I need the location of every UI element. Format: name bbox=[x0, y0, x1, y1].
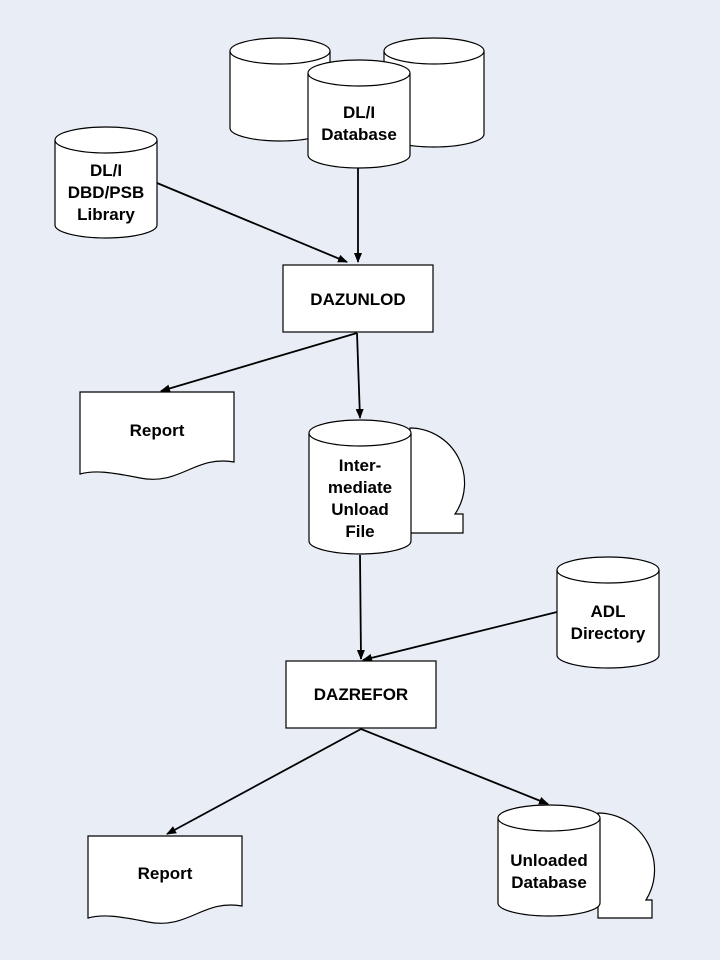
edge-dazrefor-to-unloaded-database bbox=[360, 728, 549, 805]
library-label-line-3: Library bbox=[77, 205, 135, 224]
node-dli-database: DL/I Database bbox=[229, 37, 485, 169]
tape-icon bbox=[597, 812, 656, 919]
edge-adl-directory-to-dazrefor bbox=[362, 611, 558, 662]
document-icon bbox=[87, 835, 243, 924]
library-label-line-1: DL/I bbox=[90, 161, 122, 180]
intermediate-file-label-line-3: Unload bbox=[331, 500, 389, 519]
intermediate-file-label-line-2: mediate bbox=[328, 478, 392, 497]
node-report-1: Report bbox=[79, 391, 235, 480]
edge-dazrefor-to-report-2 bbox=[166, 728, 362, 835]
edges bbox=[156, 167, 558, 835]
report-2-label: Report bbox=[138, 864, 193, 883]
dli-database-label-line-2: Database bbox=[321, 125, 397, 144]
database-cylinder-icon bbox=[307, 59, 411, 169]
adl-directory-label-line-1: ADL bbox=[591, 602, 626, 621]
intermediate-file-label-line-4: File bbox=[345, 522, 374, 541]
unloaded-database-label-line-2: Database bbox=[511, 873, 587, 892]
dazrefor-label: DAZREFOR bbox=[314, 685, 408, 704]
database-cylinder-icon bbox=[54, 126, 158, 239]
node-unloaded-database: Unloaded Database bbox=[497, 804, 656, 919]
node-intermediate-file: Inter- mediate Unload File bbox=[308, 419, 466, 555]
node-report-2: Report bbox=[87, 835, 243, 924]
edge-library-to-dazunlod bbox=[156, 182, 348, 263]
database-cylinder-icon bbox=[308, 419, 412, 555]
dazunlod-label: DAZUNLOD bbox=[310, 290, 405, 309]
document-icon bbox=[79, 391, 235, 480]
edge-intermediate-file-to-dazrefor bbox=[356, 554, 365, 660]
library-label-line-2: DBD/PSB bbox=[68, 183, 145, 202]
unloaded-database-label-line-1: Unloaded bbox=[510, 851, 587, 870]
database-cylinder-icon bbox=[497, 804, 601, 917]
node-dbd-psb-library: DL/I DBD/PSB Library bbox=[54, 126, 158, 239]
node-dazunlod: DAZUNLOD bbox=[282, 264, 434, 333]
node-dazrefor: DAZREFOR bbox=[285, 660, 437, 729]
adl-directory-label-line-2: Directory bbox=[571, 624, 646, 643]
dli-database-label-line-1: DL/I bbox=[343, 103, 375, 122]
edge-dazunlod-to-intermediate-file bbox=[355, 332, 364, 419]
node-adl-directory: ADL Directory bbox=[556, 556, 660, 669]
database-cylinder-icon bbox=[556, 556, 660, 669]
report-1-label: Report bbox=[130, 421, 185, 440]
tape-icon bbox=[409, 427, 466, 534]
edge-dazunlod-to-report-1 bbox=[160, 332, 358, 393]
intermediate-file-label-line-1: Inter- bbox=[339, 456, 382, 475]
database-cylinder-icon bbox=[229, 37, 331, 142]
